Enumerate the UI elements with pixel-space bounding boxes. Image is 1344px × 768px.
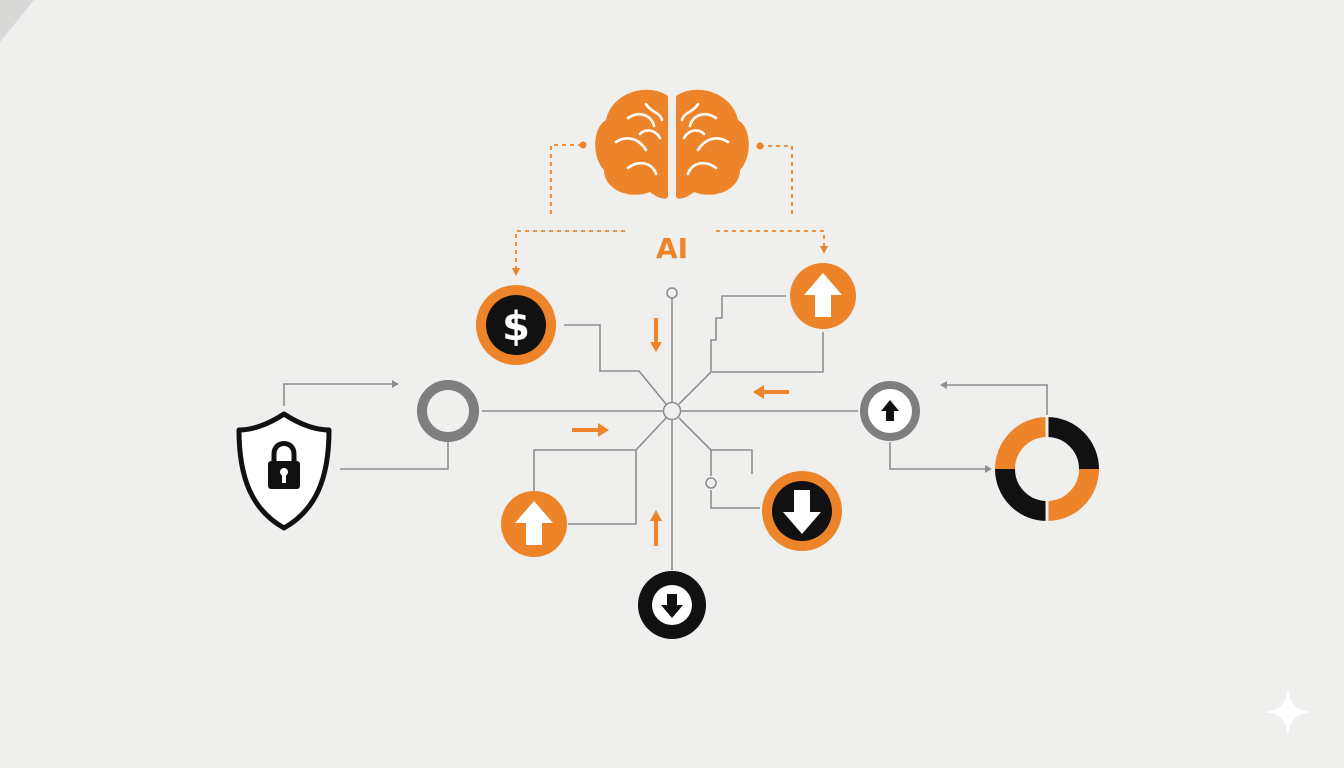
ai-label: AI xyxy=(656,232,688,265)
connector-arrowheads xyxy=(392,380,992,473)
sparkle-icon xyxy=(1264,688,1312,736)
ring-node-left xyxy=(417,380,479,442)
ring-node-right xyxy=(860,381,920,441)
dashed-connectors xyxy=(515,144,825,268)
brain-icon xyxy=(595,89,749,199)
dollar-coin-icon: $ xyxy=(476,285,556,365)
circuit-lines xyxy=(283,295,1048,570)
corner-fold xyxy=(0,0,34,42)
junction-nodes xyxy=(662,287,717,489)
dollar-glyph: $ xyxy=(502,304,530,350)
down-arrow-icon-bottom xyxy=(638,571,706,639)
up-arrow-icon-bottom xyxy=(501,491,567,557)
donut-chart-icon xyxy=(995,415,1099,523)
down-arrow-icon-right xyxy=(762,471,842,551)
shield-lock-icon xyxy=(236,411,332,531)
up-arrow-icon-top xyxy=(790,263,856,329)
flow-arrows xyxy=(572,318,789,546)
connector-dots xyxy=(512,141,828,276)
